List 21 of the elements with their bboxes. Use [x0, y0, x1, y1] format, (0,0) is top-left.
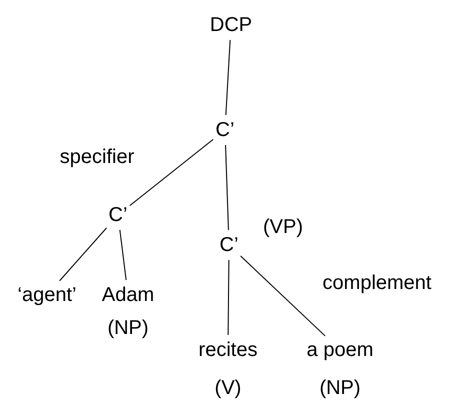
branch-label: complement [322, 271, 432, 295]
tree-branch [225, 144, 229, 230]
node-label: (NP) [319, 376, 361, 400]
node-label: DCP [210, 13, 252, 37]
tree-branch [225, 40, 231, 116]
tree-branch [129, 138, 214, 206]
tree-branch [119, 229, 127, 281]
category-label: (VP) [263, 215, 303, 239]
node-label: (NP) [107, 316, 149, 340]
node-label: C’ [220, 233, 238, 257]
tree-branch [228, 260, 230, 336]
node-label: C’ [108, 203, 128, 227]
tree-branch [59, 227, 108, 282]
node-label: (V) [214, 376, 242, 400]
node-label: ‘agent’ [18, 283, 76, 307]
node-label: C’ [216, 118, 234, 142]
node-label: Adam [102, 283, 154, 307]
node-label: a poem [306, 338, 374, 362]
node-label: recites [198, 338, 258, 362]
tree-branch [240, 256, 326, 336]
branch-label: specifier [60, 145, 134, 169]
